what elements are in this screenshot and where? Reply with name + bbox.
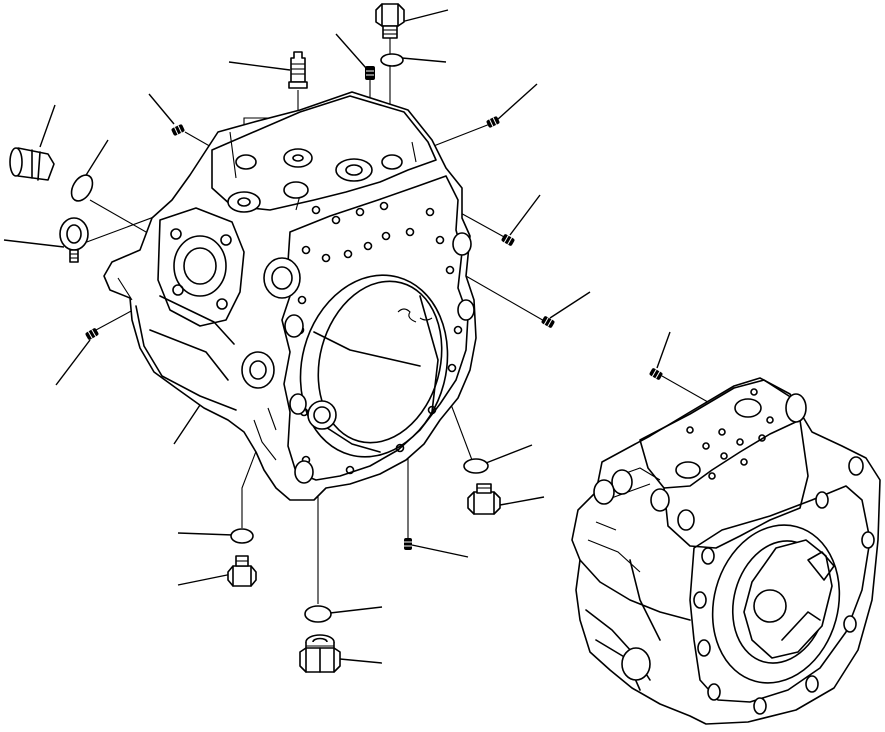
side-boss-inner — [271, 266, 293, 290]
port-top-4 — [381, 154, 403, 170]
side-flange-bolt-3 — [172, 284, 184, 296]
leader-line-plug-bottom — [339, 658, 383, 664]
assembly-boss-5 — [785, 393, 807, 423]
leader-line-large-plug — [39, 104, 56, 148]
assembly-boss-3 — [650, 488, 670, 512]
mount-ear-3 — [457, 299, 475, 321]
leader-line-plug-right-1 — [496, 83, 538, 121]
plug-left-2 — [85, 328, 99, 340]
sensor-top — [288, 51, 308, 89]
assembly-shaft-port — [753, 589, 787, 623]
leader-lines — [3, 9, 671, 664]
pump-case-bore-port-inner — [313, 406, 331, 424]
eye-bolt — [59, 217, 89, 263]
plug-assembly-view — [649, 368, 663, 380]
face-holes — [295, 201, 463, 475]
plug-bottom-center — [404, 538, 412, 550]
orifice-top — [365, 66, 375, 80]
leader-line-o-ring-left — [82, 139, 109, 181]
o-ring-bottom-left — [230, 528, 254, 544]
plug-right-2 — [501, 234, 515, 246]
assembly-rib — [587, 521, 641, 573]
side-flange-bolt-4 — [216, 298, 228, 310]
assembly-lower-boss — [621, 647, 651, 681]
leader-line-plug-left-2 — [55, 339, 91, 386]
leader-line-o-ring-top — [401, 57, 447, 63]
port-top-5 — [283, 181, 309, 199]
plug-right-1 — [486, 116, 500, 128]
port-top-3-inner — [345, 164, 363, 176]
port-top-2 — [283, 148, 313, 168]
plug-top — [375, 3, 405, 39]
pump-case-rib — [117, 277, 277, 461]
port-top-1 — [235, 154, 257, 170]
side-boss — [263, 257, 301, 299]
o-ring-left — [70, 174, 94, 202]
axis-line-plug-right-3 — [451, 267, 547, 323]
assembly-front-flange — [689, 485, 871, 703]
bore-marking — [397, 308, 433, 323]
assembly-valve-groove — [781, 611, 821, 641]
assembly-boss-4 — [677, 509, 695, 531]
port-top-6 — [227, 191, 261, 213]
assembly-boss-1 — [611, 469, 633, 495]
plug-bottom — [299, 634, 341, 673]
assembly-top-block-front — [663, 419, 809, 549]
mount-ear-1 — [284, 314, 304, 338]
assembly-top-holes — [686, 388, 774, 480]
leader-line-plug-right-3 — [549, 291, 591, 319]
mount-ear-2 — [452, 232, 472, 256]
assembly-left-body — [579, 559, 691, 691]
pump-assembly — [571, 368, 881, 725]
pump-case-lower-body — [135, 295, 237, 411]
pump-case-bore-inner — [317, 280, 443, 444]
assembly-port-2 — [675, 461, 701, 479]
assembly-port-1 — [734, 398, 762, 418]
plug-bottom-left — [227, 555, 257, 587]
assembly-boss-2 — [593, 479, 615, 505]
leader-line-plug-left-1 — [148, 93, 175, 125]
leader-line-o-ring-bottom-left — [177, 532, 234, 536]
leader-line-plug-bottom-center — [411, 544, 469, 558]
leader-line-plug-top — [400, 9, 449, 23]
side-flange-port-inner — [183, 247, 217, 285]
port-top-6-inner — [237, 197, 251, 207]
plug-left-1 — [171, 124, 185, 136]
leader-line-plug-assembly-view — [656, 331, 671, 369]
side-flange-bolt-2 — [220, 234, 232, 246]
leader-line-orifice-top — [335, 33, 367, 69]
side-flange-bolt-1 — [170, 228, 182, 240]
port-top-2-inner — [292, 154, 304, 162]
pump-case-bore-port — [307, 400, 337, 430]
pump-case-bore-outer — [299, 274, 449, 458]
port-top-3 — [335, 158, 373, 182]
side-flange-port — [173, 235, 227, 297]
mount-ear-5 — [289, 393, 307, 415]
leader-line-o-ring-right — [485, 444, 533, 464]
leader-line-o-ring-bottom — [329, 606, 383, 614]
plug-right-3 — [541, 316, 555, 328]
plug-right-4 — [467, 483, 501, 515]
side-boss-lower-inner — [249, 360, 267, 380]
leader-line-plug-right-4 — [499, 496, 545, 506]
large-plug-left — [9, 147, 55, 181]
pump-case — [103, 91, 477, 501]
leader-line-eye-bolt — [3, 239, 65, 248]
o-ring-bottom — [304, 605, 332, 623]
mount-ear-4 — [294, 460, 314, 484]
leader-line-plug-bottom-left — [177, 573, 233, 586]
assembly-valve-kidney — [807, 551, 835, 581]
assembly-valve-plate — [743, 539, 833, 659]
leader-line-sensor-top — [228, 61, 291, 71]
leader-line-plug-right-2 — [509, 194, 541, 236]
pump-case-bore-ridge — [313, 295, 439, 453]
assembly-outline — [571, 377, 881, 725]
side-boss-lower — [241, 351, 275, 389]
o-ring-top — [380, 53, 404, 67]
o-ring-right — [463, 458, 489, 474]
assembly-flange-holes — [693, 456, 875, 715]
